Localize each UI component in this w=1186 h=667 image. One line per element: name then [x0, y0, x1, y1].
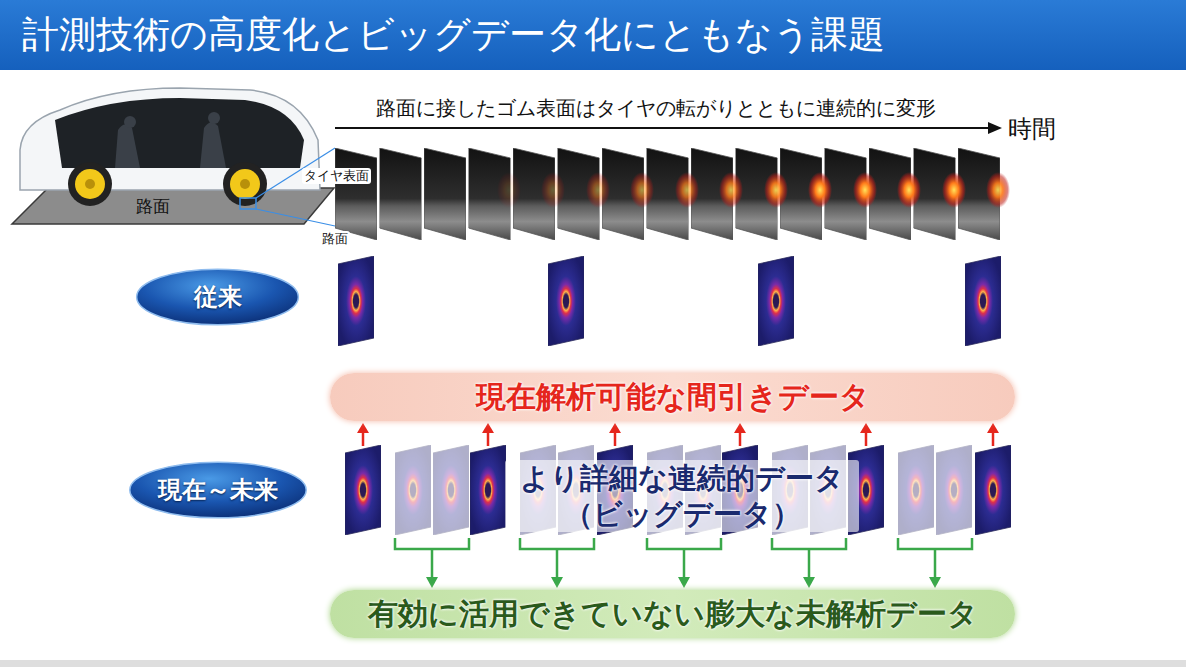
part-label: 路面	[320, 231, 350, 247]
overlay-note: より詳細な連続的データ （ビッグデータ）	[505, 460, 859, 532]
result-band: 有効に活用できていない膨大な未解析データ	[330, 590, 1015, 638]
era-ellipse: 現在～未来	[128, 461, 308, 519]
axis-label: 時間	[1008, 114, 1056, 144]
era-ellipse: 従来	[135, 268, 300, 326]
node-text: 従来	[194, 281, 242, 313]
part-label: タイヤ表面	[302, 168, 371, 184]
node-text: 現在～未来	[158, 474, 278, 506]
slide-title: 計測技術の高度化とビッグデータ化にともなう課題	[22, 12, 885, 58]
result-band: 現在解析可能な間引きデータ	[330, 373, 1015, 421]
part-label: 路面	[136, 196, 170, 217]
node-text: 有効に活用できていない膨大な未解析データ	[368, 594, 978, 635]
node-text: 現在解析可能な間引きデータ	[476, 377, 870, 418]
axis-caption: 路面に接したゴム表面はタイヤの転がりとともに連続的に変形	[376, 96, 936, 121]
